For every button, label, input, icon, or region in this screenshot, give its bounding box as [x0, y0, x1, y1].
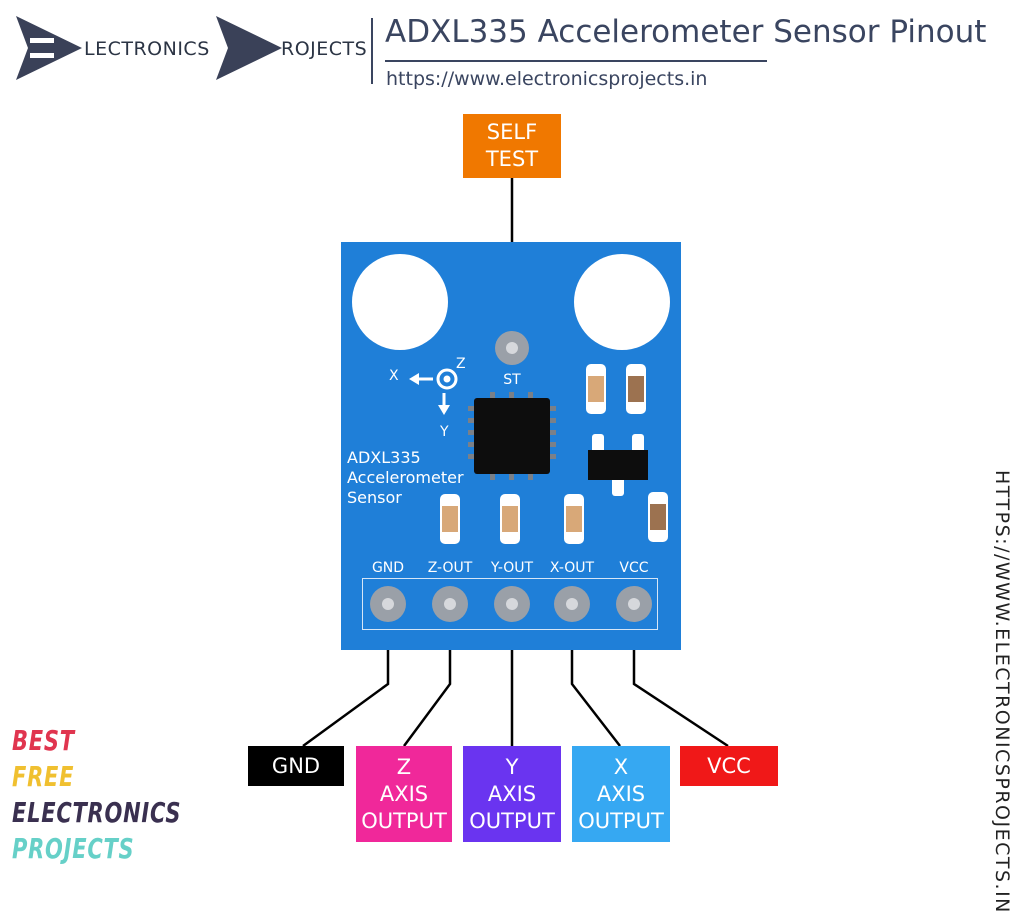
gnd-label: GND — [248, 746, 344, 786]
badge-line-free: FREE — [12, 760, 75, 793]
electronics-logo-e-icon — [16, 16, 82, 80]
st-pad-icon — [495, 331, 529, 365]
badge-line-projects: PROJECTS — [12, 832, 135, 865]
pin-pads-icon — [370, 586, 652, 622]
pin-label-y-out: Y-OUT — [490, 560, 534, 576]
website-link[interactable]: https://www.electronicsprojects.in — [386, 68, 708, 90]
z-label-line2: AXIS — [379, 781, 429, 806]
axis-indicator-icon — [409, 368, 458, 415]
z-label-line3: OUTPUT — [361, 808, 447, 833]
pin-label-x-out: X-OUT — [549, 560, 595, 576]
axis-x-label: X — [389, 368, 399, 384]
axis-z-label: Z — [456, 356, 466, 372]
x-label-line1: X — [613, 754, 629, 779]
z-label-line1: Z — [396, 754, 412, 779]
x-label-line2: AXIS — [596, 781, 646, 806]
header-divider — [371, 18, 373, 84]
self-test-line1: SELF — [486, 120, 538, 144]
board-name-line2: Accelerometer — [347, 468, 464, 487]
adxl335-chip-icon — [468, 392, 556, 480]
y-label-line3: OUTPUT — [469, 808, 555, 833]
logo-text-projects: ROJECTS — [281, 38, 368, 60]
mounting-hole-right — [574, 254, 670, 350]
self-test-line2: TEST — [485, 147, 539, 171]
y-label-line1: Y — [505, 754, 519, 779]
board-name-line3: Sensor — [347, 488, 402, 507]
title-underline — [385, 60, 767, 62]
x-axis-output-label: X AXIS OUTPUT — [572, 746, 670, 842]
x-label-line3: OUTPUT — [578, 808, 664, 833]
axis-y-label: Y — [440, 424, 449, 440]
badge-line-electronics: ELECTRONICS — [12, 796, 182, 829]
z-axis-output-label: Z AXIS OUTPUT — [356, 746, 452, 842]
mounting-hole-left — [352, 254, 448, 350]
gnd-label-text: GND — [271, 753, 321, 778]
self-test-label: SELF TEST — [463, 114, 561, 178]
badge-line-best: BEST — [12, 724, 75, 757]
projects-logo-p-icon — [216, 16, 282, 80]
vcc-label: VCC — [680, 746, 778, 786]
vcc-label-text: VCC — [707, 753, 751, 778]
pin-label-vcc: VCC — [619, 560, 649, 576]
st-label: ST — [503, 372, 521, 388]
board-name-line1: ADXL335 — [347, 448, 421, 467]
pin-label-z-out: Z-OUT — [427, 560, 473, 576]
pin-label-gnd: GND — [371, 560, 405, 576]
page-title: ADXL335 Accelerometer Sensor Pinout — [385, 14, 987, 50]
y-label-line2: AXIS — [487, 781, 537, 806]
y-axis-output-label: Y AXIS OUTPUT — [463, 746, 561, 842]
smd-components-icon — [440, 364, 668, 544]
vertical-website-url: HTTPS://WWW.ELECTRONICSPROJECTS.IN — [991, 470, 1013, 914]
pin-header-outline — [362, 578, 658, 630]
logo-text-electronics: LECTRONICS — [84, 38, 210, 60]
